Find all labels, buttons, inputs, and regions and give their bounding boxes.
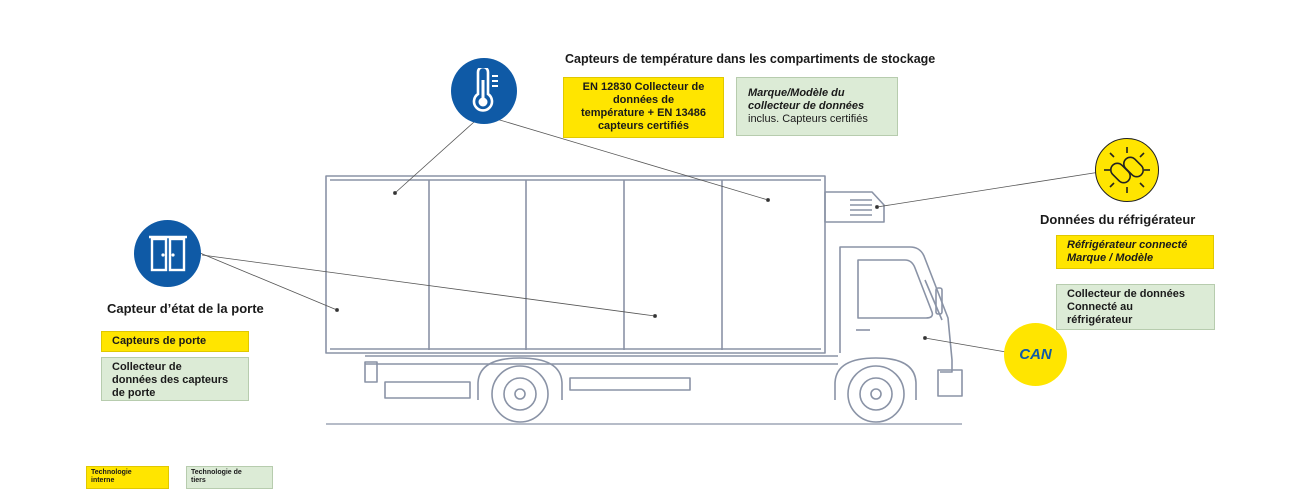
door-third-party-line-2: données des capteurs	[112, 374, 240, 387]
can-label: CAN	[1019, 346, 1052, 363]
leader-line-can	[925, 338, 1006, 352]
cab-window	[858, 260, 932, 318]
door-third-party-box: Collecteur de données des capteurs de po…	[101, 357, 249, 401]
temperature-third-party-line-3: inclus. Capteurs certifiés	[748, 113, 889, 126]
refrigerator-third-party-box: Collecteur de données Connecté au réfrig…	[1056, 284, 1215, 330]
temperature-third-party-line-2: collecteur de données	[748, 100, 889, 113]
thermometer-icon	[451, 58, 517, 124]
temperature-internal-line-4: capteurs certifiés	[572, 120, 715, 133]
can-badge: CAN	[1004, 323, 1067, 386]
temperature-internal-line-3: température + EN 13486	[572, 107, 715, 120]
temperature-third-party-line-1: Marque/Modèle du	[748, 87, 889, 100]
temperature-internal-line-1: EN 12830 Collecteur de	[572, 81, 715, 94]
door-internal-box: Capteurs de porte	[101, 331, 249, 352]
temperature-heading: Capteurs de température dans les compart…	[565, 52, 935, 66]
refrigerator-third-party-line-2: Connecté au	[1067, 301, 1206, 314]
temperature-internal-line-2: données de	[572, 94, 715, 107]
temperature-third-party-box: Marque/Modèle du collecteur de données i…	[736, 77, 898, 136]
legend-internal-line-1: Technologie	[91, 469, 164, 477]
door-third-party-line-3: de porte	[112, 387, 240, 400]
cargo-box	[326, 176, 825, 353]
temperature-internal-box: EN 12830 Collecteur de données de tempér…	[563, 77, 724, 138]
refrigerator-internal-line-1: Réfrigérateur connecté	[1067, 239, 1205, 252]
legend-internal: Technologie interne	[86, 466, 169, 489]
legend-third-party-line-2: tiers	[191, 477, 268, 485]
refrigerator-third-party-line-1: Collecteur de données	[1067, 288, 1206, 301]
double-door-icon	[134, 220, 201, 287]
door-third-party-line-1: Collecteur de	[112, 361, 240, 374]
leader-line-temp-left	[395, 122, 474, 193]
door-heading: Capteur d’état de la porte	[107, 301, 264, 316]
leader-line-fridge	[877, 172, 1100, 207]
legend-internal-line-2: interne	[91, 477, 164, 485]
chain-link-icon	[1095, 138, 1159, 202]
legend-third-party: Technologie de tiers	[186, 466, 273, 489]
refrigerator-internal-line-2: Marque / Modèle	[1067, 252, 1205, 265]
door-internal-label: Capteurs de porte	[112, 335, 206, 347]
refrigerator-internal-box: Réfrigérateur connecté Marque / Modèle	[1056, 235, 1214, 269]
refrigerator-third-party-line-3: réfrigérateur	[1067, 314, 1206, 327]
legend-third-party-line-1: Technologie de	[191, 469, 268, 477]
refrigerator-heading: Données du réfrigérateur	[1040, 212, 1195, 227]
